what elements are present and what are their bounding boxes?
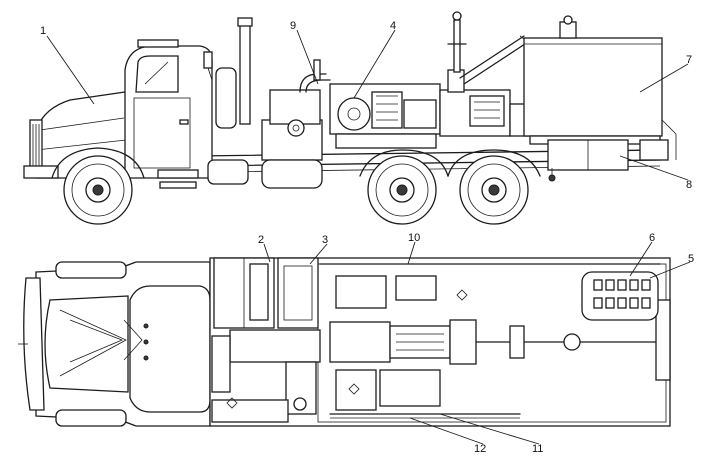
front-wheel <box>63 155 133 225</box>
tank <box>523 37 663 137</box>
callout-7: 7 <box>686 54 692 66</box>
top-module-3 <box>277 257 319 329</box>
callout-9: 9 <box>290 20 296 32</box>
callout-3: 3 <box>322 234 328 246</box>
rear-bumper <box>639 139 669 161</box>
valve-grid <box>593 279 651 309</box>
top-hood <box>44 295 129 393</box>
callout-labels: 1 2 3 4 5 6 7 8 9 10 11 12 <box>40 20 694 455</box>
callout-8: 8 <box>686 179 692 191</box>
callout-4: 4 <box>390 20 396 32</box>
callout-5: 5 <box>688 253 694 265</box>
callout-2: 2 <box>258 234 264 246</box>
callout-leaders <box>46 29 691 445</box>
callout-11: 11 <box>532 443 543 455</box>
callout-10: 10 <box>408 232 420 244</box>
crane-arm <box>459 35 525 79</box>
callout-6: 6 <box>649 232 655 244</box>
middle-wheel <box>367 155 437 225</box>
cab-window <box>135 55 179 93</box>
side-mirror <box>203 51 213 69</box>
top-cab <box>129 285 211 413</box>
callout-1: 1 <box>40 25 46 37</box>
exhaust-stack <box>239 23 251 125</box>
air-filter <box>215 67 237 129</box>
top-drive-train <box>229 329 321 363</box>
top-module-6 <box>581 271 659 321</box>
front-bumper <box>23 165 59 179</box>
top-view <box>18 257 671 427</box>
rear-wheel <box>459 155 529 225</box>
side-view <box>23 11 677 225</box>
callout-12: 12 <box>474 443 486 455</box>
